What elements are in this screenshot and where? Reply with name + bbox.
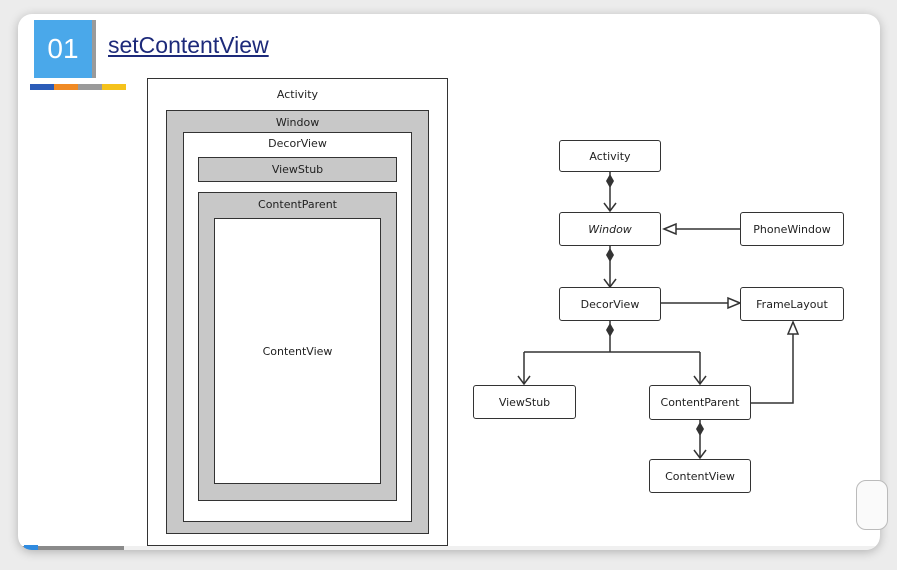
activity-label: Activity: [276, 88, 319, 101]
uml-phonewindow: PhoneWindow: [740, 212, 844, 246]
slide-title: setContentView: [108, 32, 269, 58]
uml-viewstub: ViewStub: [473, 385, 576, 419]
section-number-edge: [92, 20, 96, 78]
uml-window: Window: [559, 212, 661, 246]
accent-bar-yellow: [102, 84, 126, 90]
contentview-label: ContentView: [262, 345, 333, 358]
section-number: 01: [34, 20, 92, 78]
uml-contentparent: ContentParent: [649, 385, 751, 420]
uml-contentview: ContentView: [649, 459, 751, 493]
viewstub-label: ViewStub: [271, 163, 324, 176]
progress-marker: [24, 545, 38, 550]
uml-framelayout: FrameLayout: [740, 287, 844, 321]
accent-bar-orange: [54, 84, 78, 90]
accent-bar-blue: [30, 84, 54, 90]
viewstub-box: ViewStub: [198, 157, 397, 182]
progress-track: [18, 546, 880, 550]
window-label: Window: [275, 116, 320, 129]
uml-decorview: DecorView: [559, 287, 661, 321]
progress-fill: [18, 546, 124, 550]
side-handle[interactable]: [856, 480, 888, 530]
decorview-label: DecorView: [268, 137, 327, 150]
uml-activity: Activity: [559, 140, 661, 172]
generalization-arrow-icon: [662, 222, 677, 236]
slide: 01 setContentView Activity Window DecorV…: [18, 14, 880, 550]
contentview-box: ContentView: [214, 218, 381, 484]
accent-bar-gray: [78, 84, 102, 90]
contentparent-label: ContentParent: [258, 198, 337, 211]
composition-diamond-icon: [606, 174, 614, 188]
diagram-connectors: [517, 172, 800, 460]
